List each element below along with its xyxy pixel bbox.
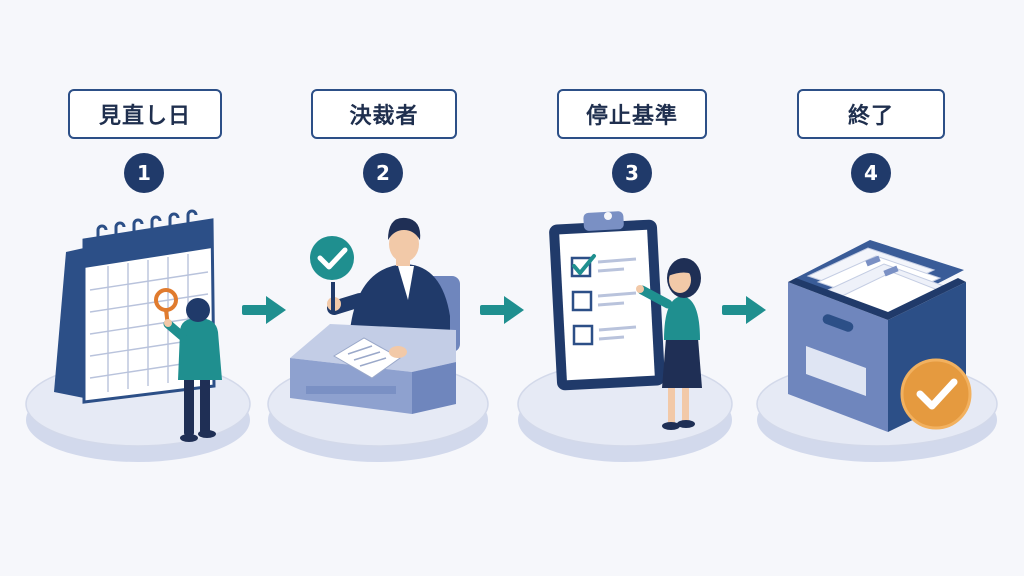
step-2-number: 2 bbox=[363, 153, 403, 193]
arrow-1-icon bbox=[242, 296, 286, 324]
step-4-number: 4 bbox=[851, 153, 891, 193]
person-1 bbox=[163, 298, 222, 442]
calendar-review-icon bbox=[54, 209, 222, 442]
arrow-3-icon bbox=[722, 296, 766, 324]
step-2-label: 決裁者 bbox=[311, 89, 457, 139]
step-4-label: 終了 bbox=[797, 89, 945, 139]
step-3-label: 停止基準 bbox=[557, 89, 707, 139]
checklist-icon bbox=[549, 211, 702, 430]
arrow-2-icon bbox=[480, 296, 524, 324]
step-3-number: 3 bbox=[612, 153, 652, 193]
person-3 bbox=[636, 258, 702, 430]
archive-box-icon bbox=[788, 240, 972, 432]
step-1-number: 1 bbox=[124, 153, 164, 193]
approver-icon bbox=[290, 217, 460, 414]
step-1-label: 見直し日 bbox=[68, 89, 222, 139]
